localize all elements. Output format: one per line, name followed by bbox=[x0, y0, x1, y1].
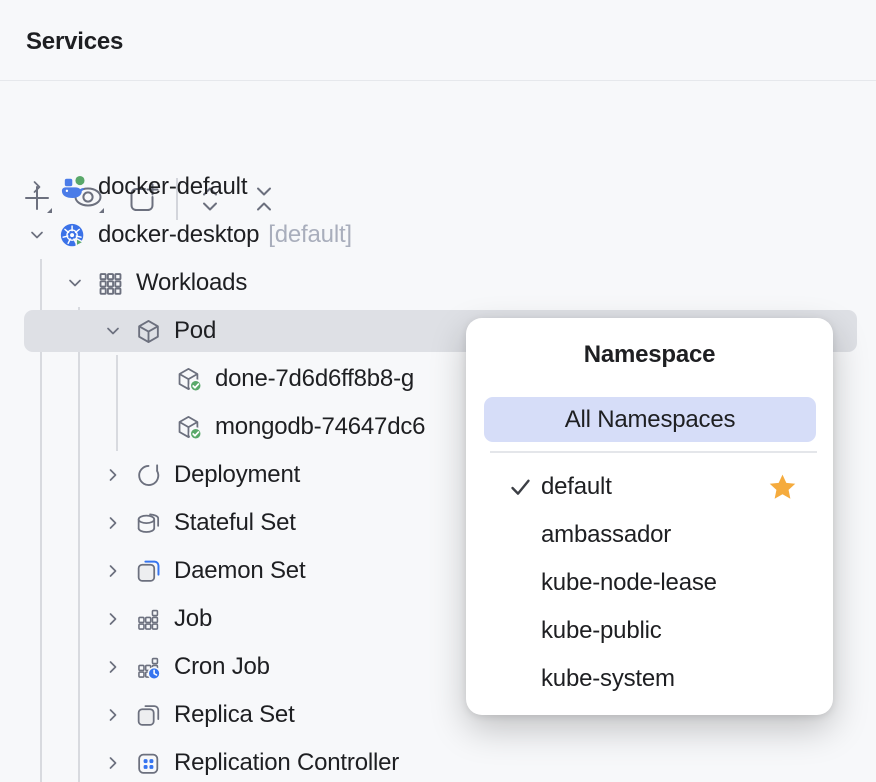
chevron-down-icon[interactable] bbox=[28, 226, 46, 244]
namespace-item-ambassador[interactable]: ambassador bbox=[466, 511, 833, 559]
check-placeholder bbox=[507, 618, 534, 645]
tree-item-label: Workloads bbox=[136, 269, 248, 296]
tree-item-label: docker-default bbox=[98, 173, 248, 200]
chevron-right-icon[interactable] bbox=[28, 178, 46, 196]
replica-set-icon bbox=[135, 702, 162, 729]
chevron-right-icon[interactable] bbox=[104, 562, 122, 580]
toolbar-separator bbox=[176, 178, 178, 220]
daemon-set-icon bbox=[135, 558, 162, 585]
tree-row-cron-job[interactable]: Cron Job bbox=[0, 643, 876, 691]
namespace-item-kube-node-lease[interactable]: kube-node-lease bbox=[466, 559, 833, 607]
indent-guide bbox=[116, 355, 118, 451]
tree-row-replica-set[interactable]: Replica Set bbox=[0, 691, 876, 739]
namespace-label: ambassador bbox=[541, 521, 672, 548]
pod-running-icon bbox=[176, 366, 203, 393]
chevron-down-icon[interactable] bbox=[66, 274, 84, 292]
check-placeholder bbox=[507, 570, 534, 597]
chevron-right-icon[interactable] bbox=[104, 754, 122, 772]
all-namespaces-option[interactable]: All Namespaces bbox=[484, 397, 816, 442]
tree-row-deployment[interactable]: Deployment bbox=[0, 451, 876, 499]
tree-row-docker-default[interactable]: docker-default bbox=[0, 163, 876, 211]
tree-item-suffix: [default] bbox=[268, 221, 352, 248]
popup-separator bbox=[490, 451, 817, 453]
tree-row-pod-mongodb[interactable]: mongodb-74647dc6 bbox=[0, 403, 876, 451]
namespace-label: kube-public bbox=[541, 617, 662, 644]
tree-row-stateful-set[interactable]: Stateful Set bbox=[0, 499, 876, 547]
cron-job-icon bbox=[135, 654, 162, 681]
tree-row-pod-done[interactable]: done-7d6d6ff8b8-g bbox=[0, 355, 876, 403]
tool-window-title: Services bbox=[26, 28, 124, 55]
chevron-right-icon[interactable] bbox=[104, 610, 122, 628]
check-placeholder bbox=[507, 522, 534, 549]
tool-window-header: Services bbox=[0, 0, 876, 81]
stateful-set-icon bbox=[135, 510, 162, 537]
pod-cube-icon bbox=[135, 318, 162, 345]
namespace-label: kube-system bbox=[541, 665, 675, 692]
tree-item-label: Replication Controller bbox=[174, 749, 400, 776]
indent-guide bbox=[78, 307, 80, 782]
namespace-label: default bbox=[541, 473, 612, 500]
collapse-all-button[interactable] bbox=[246, 181, 282, 217]
indent-guide bbox=[40, 259, 42, 782]
favorite-star-icon[interactable] bbox=[767, 472, 798, 503]
namespace-item-kube-system[interactable]: kube-system bbox=[466, 655, 833, 703]
namespace-item-default[interactable]: default bbox=[466, 463, 833, 511]
namespace-list: default ambassador kube-node-lease kube-… bbox=[466, 463, 833, 703]
job-icon bbox=[135, 606, 162, 633]
chevrons-together-icon bbox=[247, 182, 281, 216]
chevron-right-icon[interactable] bbox=[104, 658, 122, 676]
tree-row-job[interactable]: Job bbox=[0, 595, 876, 643]
tree-item-label: Cron Job bbox=[174, 653, 270, 680]
namespace-item-kube-public[interactable]: kube-public bbox=[466, 607, 833, 655]
tree-item-label: done-7d6d6ff8b8-g bbox=[215, 365, 415, 392]
open-in-new-tab-button[interactable] bbox=[124, 181, 160, 217]
all-namespaces-label: All Namespaces bbox=[564, 405, 736, 433]
checkmark-icon bbox=[507, 474, 534, 501]
namespace-label: kube-node-lease bbox=[541, 569, 717, 596]
toolbar bbox=[0, 81, 876, 220]
tree-row-docker-desktop[interactable]: docker-desktop [default] bbox=[0, 211, 876, 259]
popup-title: Namespace bbox=[583, 341, 716, 368]
tree-row-daemon-set[interactable]: Daemon Set bbox=[0, 547, 876, 595]
deployment-icon bbox=[135, 462, 162, 489]
namespace-popup: Namespace All Namespaces default ambassa… bbox=[466, 318, 833, 715]
chevron-right-icon[interactable] bbox=[104, 514, 122, 532]
tree-item-label: Daemon Set bbox=[174, 557, 306, 584]
expand-all-button[interactable] bbox=[192, 181, 228, 217]
tree-item-label: Deployment bbox=[174, 461, 301, 488]
tree-row-replication-controller[interactable]: Replication Controller bbox=[0, 739, 876, 782]
tree-item-label: docker-desktop bbox=[98, 221, 260, 248]
kubernetes-icon bbox=[59, 222, 86, 249]
chevrons-apart-icon bbox=[193, 182, 227, 216]
check-placeholder bbox=[507, 666, 534, 693]
chevron-right-icon[interactable] bbox=[104, 466, 122, 484]
workloads-grid-icon bbox=[97, 270, 124, 297]
tree-item-label: Stateful Set bbox=[174, 509, 296, 536]
tree-item-label: Pod bbox=[174, 317, 217, 344]
chevron-right-icon[interactable] bbox=[104, 706, 122, 724]
tree-item-label: mongodb-74647dc6 bbox=[215, 413, 426, 440]
tab-plus-icon bbox=[125, 182, 159, 216]
docker-icon bbox=[59, 174, 86, 201]
tree-item-label: Replica Set bbox=[174, 701, 295, 728]
services-tree: docker-default bbox=[0, 163, 876, 782]
tree-row-workloads[interactable]: Workloads bbox=[0, 259, 876, 307]
tree-item-label: Job bbox=[174, 605, 213, 632]
pod-running-icon bbox=[176, 414, 203, 441]
chevron-down-icon[interactable] bbox=[104, 322, 122, 340]
replication-controller-icon bbox=[135, 750, 162, 777]
